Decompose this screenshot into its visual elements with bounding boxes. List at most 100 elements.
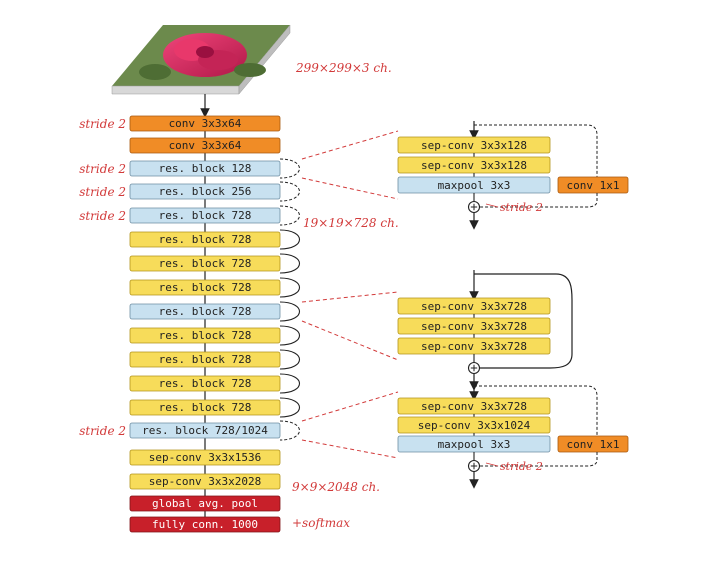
layer-label: maxpool 3x3: [438, 438, 511, 451]
block-box: [129, 137, 281, 154]
layer-label: sep-conv 3x3x728: [421, 320, 527, 333]
block-sep-conv-3x3x1536: sep-conv 3x3x1536: [129, 449, 281, 466]
detail-connector-top: [301, 130, 399, 160]
block-label: res. block 728: [159, 353, 252, 366]
residual-loop-solid: [279, 253, 300, 274]
block-label: fully conn. 1000: [152, 518, 258, 531]
residual-loops: [279, 158, 300, 441]
entry-flow-size-label: 19×19×728 ch.: [303, 216, 399, 230]
block-box: [129, 473, 281, 490]
note-arrow: [485, 462, 499, 467]
block-res-block-728: res. block 728: [129, 351, 281, 368]
detail-connector-top: [301, 391, 399, 422]
block-label: global avg. pool: [152, 497, 258, 510]
detail-connector-bottom: [301, 439, 399, 459]
residual-loop-dashed: [279, 420, 300, 441]
layer-maxpool-3x3: maxpool 3x3: [397, 435, 551, 453]
block-box: [129, 183, 281, 200]
stride-note: stride 2: [79, 185, 126, 199]
block-box: [129, 449, 281, 466]
sum-icon: [467, 200, 481, 214]
block-res-block-728: res. block 728: [129, 327, 281, 344]
stride-note: stride 2: [79, 424, 126, 438]
shortcut-box: [557, 176, 629, 194]
layer-label: sep-conv 3x3x728: [421, 300, 527, 313]
layer-sep-conv-3x3x128: sep-conv 3x3x128: [397, 156, 551, 174]
shortcut-path: [474, 385, 598, 436]
detail-connector-top: [301, 291, 399, 303]
shortcut-return-path: [480, 193, 598, 208]
block-label: res. block 728: [159, 305, 252, 318]
layer-sep-conv-3x3x728: sep-conv 3x3x728: [397, 317, 551, 335]
stride-note: stride 2: [79, 162, 126, 176]
layer-sep-conv-3x3x728: sep-conv 3x3x728: [397, 297, 551, 315]
shortcut-label: conv 1x1: [567, 179, 620, 192]
layer-sep-conv-3x3x728: sep-conv 3x3x728: [397, 337, 551, 355]
block-res-block-728-1024: res. block 728/1024: [129, 422, 281, 439]
residual-loop-solid: [279, 325, 300, 346]
layer-label: maxpool 3x3: [438, 179, 511, 192]
shortcut-return-path: [480, 452, 598, 467]
block-global-avg-pool: global avg. pool: [129, 495, 281, 512]
block-label: res. block 728: [159, 401, 252, 414]
block-fully-conn-1000: fully conn. 1000: [129, 516, 281, 533]
block-label: sep-conv 3x3x1536: [149, 451, 262, 464]
detail-stride-note: stride 2: [500, 201, 543, 214]
block-box: [129, 399, 281, 416]
shortcut-conv-1x1: conv 1x1: [557, 176, 629, 194]
residual-loop-solid: [279, 301, 300, 322]
residual-loop-solid: [279, 373, 300, 394]
block-box: [129, 207, 281, 224]
identity-shortcut-path: [474, 273, 573, 369]
block-box: [129, 115, 281, 132]
layer-label: sep-conv 3x3x128: [421, 159, 527, 172]
block-conv-3x3x64: conv 3x3x64: [129, 115, 281, 132]
stride-annotations: stride 2 stride 2 stride 2 stride 2 stride 2: [79, 117, 126, 438]
block-box: [129, 327, 281, 344]
shortcut-path: [474, 124, 598, 177]
residual-loop-solid: [279, 229, 300, 250]
main-column: conv 3x3x64 conv 3x3x64 res. block 128 res.…: [129, 115, 281, 533]
block-label: res. block 728: [159, 281, 252, 294]
layer-sep-conv-3x3x1024: sep-conv 3x3x1024: [397, 416, 551, 434]
rose-photo: [139, 33, 266, 80]
block-conv-3x3x64: conv 3x3x64: [129, 137, 281, 154]
block-box: [129, 160, 281, 177]
block-res-block-256: res. block 256: [129, 183, 281, 200]
block-res-block-128: res. block 128: [129, 160, 281, 177]
detail-connector-bottom: [301, 320, 399, 361]
detail-stride-note: stride 2: [500, 460, 543, 473]
block-res-block-728: res. block 728: [129, 231, 281, 248]
block-res-block-728: res. block 728: [129, 279, 281, 296]
layer-label: sep-conv 3x3x728: [421, 340, 527, 353]
layer-label: sep-conv 3x3x128: [421, 139, 527, 152]
residual-loop-dashed: [279, 205, 300, 226]
layer-sep-conv-3x3x728: sep-conv 3x3x728: [397, 397, 551, 415]
layer-sep-conv-3x3x128: sep-conv 3x3x128: [397, 136, 551, 154]
detail-connector-bottom: [301, 177, 399, 200]
block-label: res. block 728: [159, 233, 252, 246]
block-sep-conv-3x3x2028: sep-conv 3x3x2028: [129, 473, 281, 490]
block-res-block-728: res. block 728: [129, 255, 281, 272]
input-image: [111, 24, 291, 95]
residual-loop-dashed: [279, 181, 300, 202]
block-label: sep-conv 3x3x2028: [149, 475, 262, 488]
sum-icon: [467, 459, 481, 473]
block-res-block-728: res. block 728: [129, 303, 281, 320]
block-box: [129, 279, 281, 296]
block-label: res. block 728: [159, 257, 252, 270]
residual-loop-solid: [279, 277, 300, 298]
stride-note: stride 2: [79, 117, 126, 131]
layer-maxpool-3x3: maxpool 3x3: [397, 176, 551, 194]
block-box: [129, 255, 281, 272]
shortcut-box: [557, 435, 629, 453]
block-box: [129, 516, 281, 533]
detail-block-2: sep-conv 3x3x728 sep-conv 3x3x728 sep-conv…: [397, 270, 573, 391]
note-arrow: [485, 203, 499, 208]
detail-block-1: sep-conv 3x3x128 sep-conv 3x3x128 maxpool …: [397, 121, 629, 230]
block-box: [129, 422, 281, 439]
block-label: res. block 728/1024: [142, 424, 268, 437]
stride-note: stride 2: [79, 209, 126, 223]
